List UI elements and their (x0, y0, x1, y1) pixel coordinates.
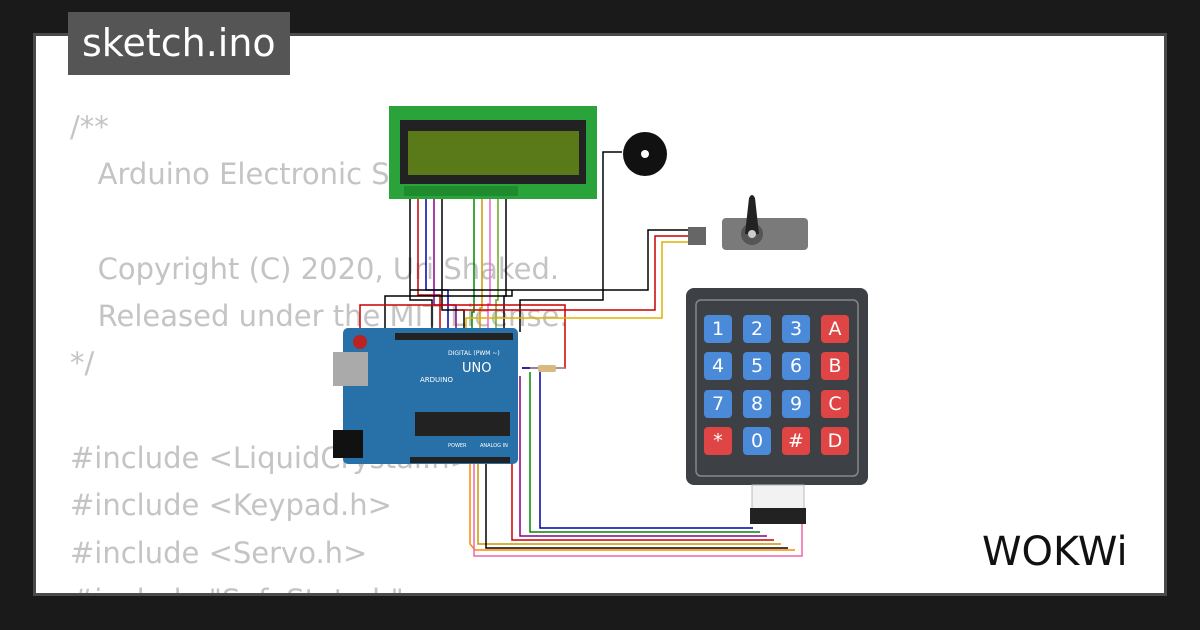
power-label: POWER (448, 443, 467, 449)
wire (473, 464, 803, 557)
code-line: /** (70, 110, 109, 144)
resistor-body (538, 365, 556, 372)
analog-label: ANALOG IN (480, 443, 508, 449)
key-label: 9 (790, 393, 802, 415)
wire (425, 195, 449, 332)
key-label: 1 (712, 318, 724, 340)
wire (487, 195, 491, 332)
board-model: UNO (462, 361, 491, 376)
servo-horn-screw (748, 230, 756, 238)
keypad-keys: 1 2 3 A 4 5 6 B 7 8 9 C (704, 315, 849, 455)
key-label: # (788, 430, 804, 452)
buzzer-hole (641, 150, 649, 158)
key-label: 3 (790, 318, 802, 340)
analog-header (410, 457, 510, 463)
key-1 (704, 315, 732, 343)
wire (433, 195, 457, 332)
key-label: A (829, 318, 842, 340)
key-label: 2 (751, 318, 763, 340)
arduino-uno[interactable]: DIGITAL (PWM ~) UNO ARDUINO POWER ANALOG… (333, 328, 518, 464)
resistor[interactable] (530, 365, 565, 372)
keypad[interactable]: 1 2 3 A 4 5 6 B 7 8 9 C (686, 288, 868, 524)
key-6 (782, 352, 810, 380)
digital-header (395, 333, 513, 340)
power-jack (333, 430, 363, 458)
key-label: 7 (712, 393, 724, 415)
code-line: Copyright (C) 2020, Uri Shaked. (70, 251, 560, 286)
lcd-display[interactable] (389, 106, 597, 199)
logo-text: WOKWi (982, 529, 1128, 575)
key-label: 8 (751, 393, 763, 415)
key-d (821, 427, 849, 455)
key-b (821, 352, 849, 380)
wire (479, 195, 483, 332)
servo-body (722, 218, 808, 250)
wire (384, 290, 513, 330)
code-line: #include <Keypad.h> (70, 488, 392, 523)
wire (503, 195, 507, 332)
key-8 (743, 390, 771, 418)
reset-button (353, 335, 367, 349)
key-label: 0 (751, 430, 763, 452)
key-3 (782, 315, 810, 343)
wire (410, 229, 690, 291)
keypad-inner (695, 299, 859, 477)
wire (471, 195, 475, 332)
keypad-connector (750, 508, 806, 524)
microcontroller (415, 412, 510, 436)
servo-motor[interactable] (688, 195, 808, 250)
wire (495, 195, 499, 332)
key-2 (743, 315, 771, 343)
servo-connector (688, 227, 706, 245)
key-c (821, 390, 849, 418)
lcd-pin-strip (404, 186, 518, 196)
key-label: D (828, 430, 843, 452)
code-line: #include <Servo.h> (70, 535, 368, 570)
wire (465, 241, 690, 332)
buzzer[interactable] (623, 132, 667, 176)
wire (477, 464, 781, 545)
lcd-screen (408, 131, 579, 175)
key-0 (743, 427, 771, 455)
key-a (821, 315, 849, 343)
wokwi-logo: WOKWi (982, 529, 1128, 575)
wire (519, 376, 767, 537)
key-hash (782, 427, 810, 455)
wire (485, 464, 788, 549)
usb-port (333, 352, 368, 386)
code-line: Arduino Electronic Safe (70, 157, 436, 192)
digital-label: DIGITAL (PWM ~) (448, 350, 500, 357)
code-line: Released under the MIT License. (70, 299, 569, 334)
key-label: * (713, 430, 723, 452)
code-text: /** Arduino Electronic Safe Copyright (C… (70, 104, 569, 593)
key-label: C (828, 393, 841, 415)
wire (529, 372, 760, 533)
key-5 (743, 352, 771, 380)
key-label: 6 (790, 355, 802, 377)
key-label: 4 (712, 355, 724, 377)
key-label: 5 (751, 355, 763, 377)
code-line: #include "SafeState.h" (70, 583, 404, 593)
keypad-ribbon (751, 484, 805, 510)
wire (469, 464, 795, 551)
wire (441, 195, 465, 332)
key-4 (704, 352, 732, 380)
code-line: */ (70, 346, 95, 381)
wire (458, 235, 690, 311)
key-7 (704, 390, 732, 418)
code-panel: /** Arduino Electronic Safe Copyright (C… (33, 33, 1167, 596)
wire (409, 195, 433, 332)
file-tab[interactable]: sketch.ino (68, 12, 290, 75)
servo-horn (745, 195, 759, 234)
board-brand: ARDUINO (420, 376, 453, 384)
key-9 (782, 390, 810, 418)
key-star (704, 427, 732, 455)
wire (417, 195, 441, 332)
key-label: B (828, 355, 841, 377)
